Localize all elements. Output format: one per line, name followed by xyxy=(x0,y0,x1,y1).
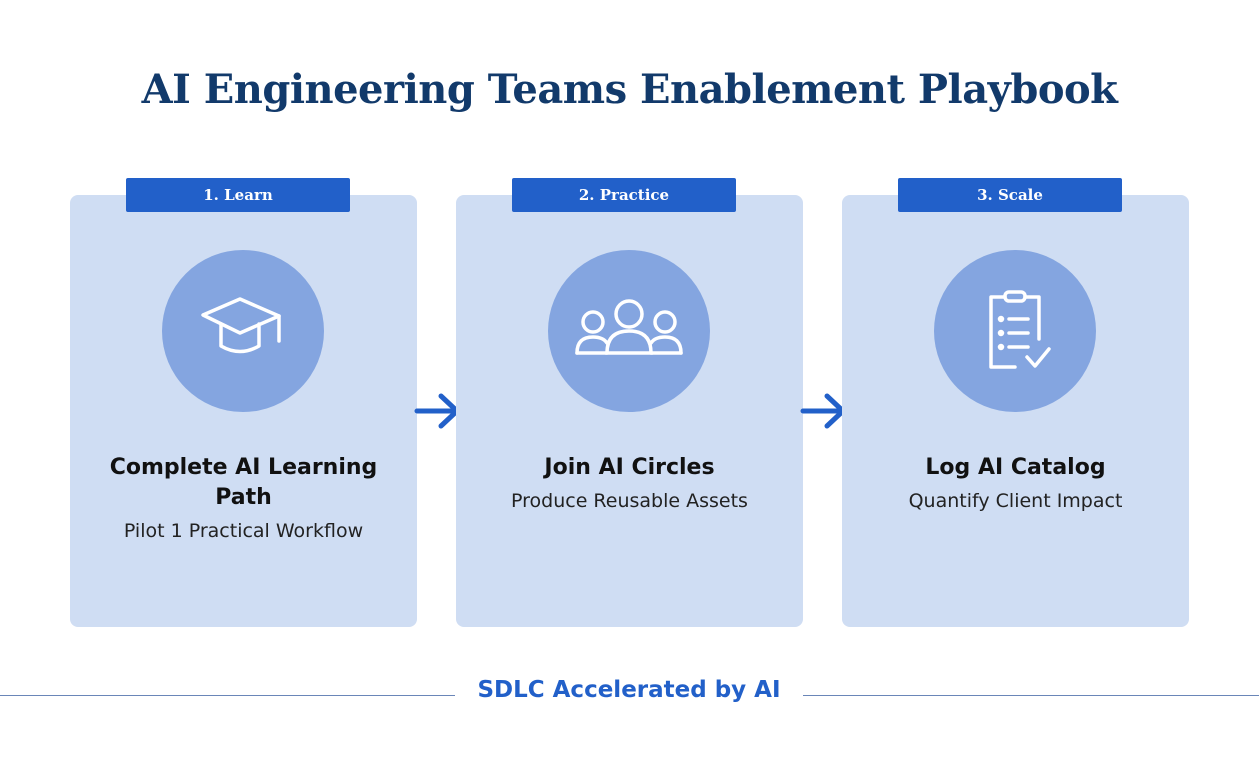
step-heading-text: Log AI Catalog xyxy=(925,455,1106,480)
step-heading-text: Join AI Circles xyxy=(544,455,715,480)
graduation-cap-icon xyxy=(201,297,281,354)
step-badge: 2. Practice xyxy=(512,178,736,212)
icon-circle xyxy=(548,250,710,412)
clipboard-check-icon xyxy=(989,290,1051,369)
step-heading: Join AI Circles Produce Reusable Assets xyxy=(476,453,783,514)
step-subtext: Quantify Client Impact xyxy=(908,490,1123,512)
step-heading: Log AI Catalog Quantify Client Impact xyxy=(862,453,1169,514)
step-subtext: Produce Reusable Assets xyxy=(511,490,748,512)
icon-circle xyxy=(934,250,1096,412)
step-subtext: Pilot 1 Practical Workflow xyxy=(123,520,364,542)
step-card-practice: 2. Practice Join AI Circles Produce Reus… xyxy=(456,178,803,627)
step-heading-text: Complete AI Learning Path xyxy=(109,455,378,510)
footer-caption: SDLC Accelerated by AI xyxy=(477,677,781,703)
page-title: AI Engineering Teams Enablement Playbook xyxy=(141,66,1118,113)
step-badge: 3. Scale xyxy=(898,178,1122,212)
step-badge: 1. Learn xyxy=(126,178,350,212)
step-card-scale: 3. Scale Log AI Catalog Quantify Client … xyxy=(842,178,1189,627)
step-card-learn: 1. Learn Complete AI Learning Path Pilot… xyxy=(70,178,417,627)
people-group-icon xyxy=(575,299,683,355)
icon-circle xyxy=(162,250,324,412)
footer-divider-right xyxy=(803,695,1259,696)
step-heading: Complete AI Learning Path Pilot 1 Practi… xyxy=(90,453,397,544)
footer-divider-left xyxy=(0,695,455,696)
